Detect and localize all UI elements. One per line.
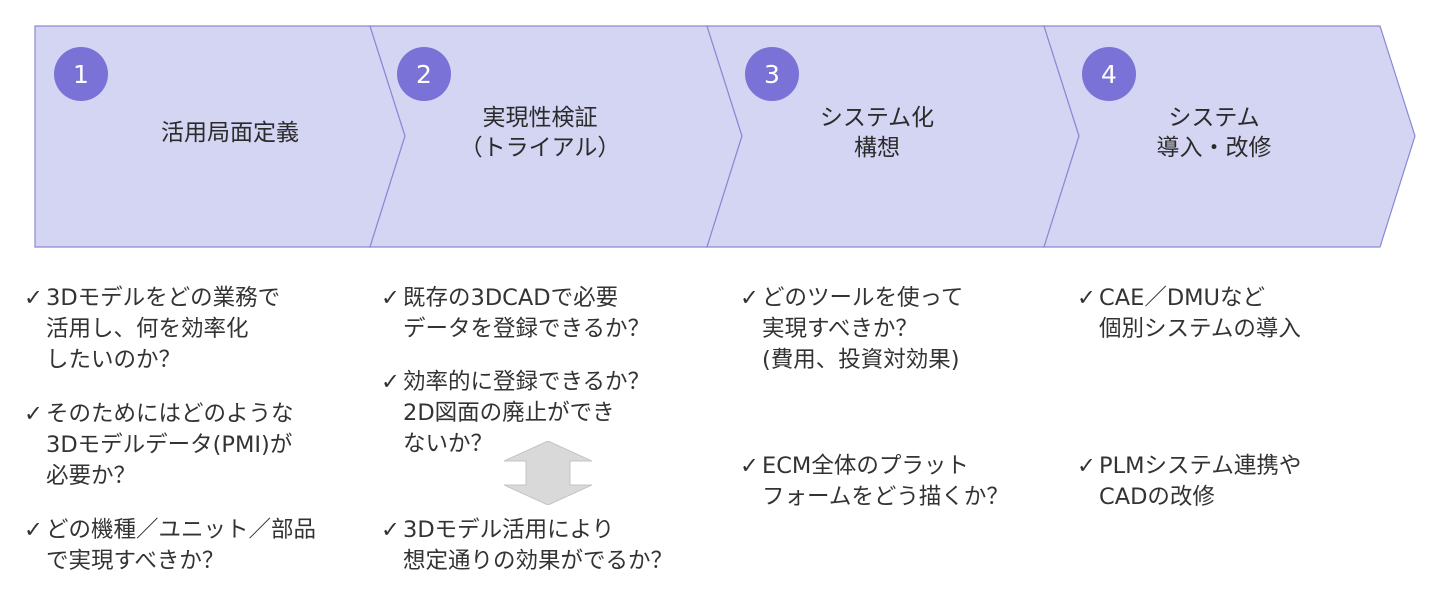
check-icon: ✓ xyxy=(24,285,43,311)
step-2-badge: 2 xyxy=(397,47,451,101)
step-3-title: システム化 構想 xyxy=(819,105,935,161)
step-1-title: 活用局面定義 xyxy=(161,120,299,146)
step-4-chevron xyxy=(1043,25,1416,248)
check-icon: ✓ xyxy=(24,401,43,427)
step-2-number: 2 xyxy=(416,59,432,89)
step-1-badge: 1 xyxy=(54,47,108,101)
step-1-number: 1 xyxy=(73,59,89,89)
col1-bullet-3-text: どの機種／ユニット／部品 で実現すべきか？ xyxy=(46,517,317,574)
col1-bullet-1: ✓3Dモデルをどの業務で 活用し、何を効率化 したいのか？ xyxy=(24,283,280,376)
step-4-number: 4 xyxy=(1101,59,1117,89)
col3-bullet-1-text: どのツールを使って 実現すべきか？ (費用、投資対効果) xyxy=(762,285,964,373)
check-icon: ✓ xyxy=(381,285,400,311)
col2-bullet-2: ✓効率的に登録できるか？ 2D図面の廃止ができ ないか？ xyxy=(381,367,650,460)
col4-bullet-2: ✓PLMシステム連携や CADの改修 xyxy=(1077,451,1301,513)
col2-bullet-2-text: 効率的に登録できるか？ 2D図面の廃止ができ ないか？ xyxy=(403,369,651,457)
col3-bullet-2: ✓ECM全体のプラット フォームをどう描くか？ xyxy=(740,451,1009,513)
check-icon: ✓ xyxy=(740,285,759,311)
step-4-title: システム 導入・改修 xyxy=(1156,105,1272,161)
check-icon: ✓ xyxy=(1077,285,1096,311)
check-icon: ✓ xyxy=(381,369,400,395)
col1-bullet-3: ✓どの機種／ユニット／部品 で実現すべきか？ xyxy=(24,515,316,577)
step-4-badge: 4 xyxy=(1082,47,1136,101)
col1-bullet-2: ✓そのためにはどのような 3Dモデルデータ(PMI)が 必要か？ xyxy=(24,399,294,492)
step-3-number: 3 xyxy=(764,59,780,89)
col2-bullet-3-text: 3Dモデル活用により 想定通りの効果がでるか？ xyxy=(403,517,674,574)
col1-bullet-1-text: 3Dモデルをどの業務で 活用し、何を効率化 したいのか？ xyxy=(46,285,281,373)
step-2-title: 実現性検証 （トライアル） xyxy=(459,105,621,161)
col2-bullet-1-text: 既存の3DCADで必要 データを登録できるか？ xyxy=(403,285,651,342)
check-icon: ✓ xyxy=(1077,453,1096,479)
col3-bullet-2-text: ECM全体のプラット フォームをどう描くか？ xyxy=(762,453,1009,510)
check-icon: ✓ xyxy=(24,517,43,543)
col2-bullet-1: ✓既存の3DCADで必要 データを登録できるか？ xyxy=(381,283,650,345)
process-chevron-bar xyxy=(34,25,1416,248)
check-icon: ✓ xyxy=(740,453,759,479)
step-3-badge: 3 xyxy=(745,47,799,101)
col4-bullet-1-text: CAE／DMUなど 個別システムの導入 xyxy=(1099,285,1301,342)
col1-bullet-2-text: そのためにはどのような 3Dモデルデータ(PMI)が 必要か？ xyxy=(46,401,294,489)
col3-bullet-1: ✓どのツールを使って 実現すべきか？ (費用、投資対効果) xyxy=(740,283,963,376)
col4-bullet-2-text: PLMシステム連携や CADの改修 xyxy=(1099,453,1302,510)
col2-bullet-3: ✓3Dモデル活用により 想定通りの効果がでるか？ xyxy=(381,515,673,577)
col4-bullet-1: ✓CAE／DMUなど 個別システムの導入 xyxy=(1077,283,1301,345)
up-down-arrow-icon xyxy=(504,441,592,505)
check-icon: ✓ xyxy=(381,517,400,543)
